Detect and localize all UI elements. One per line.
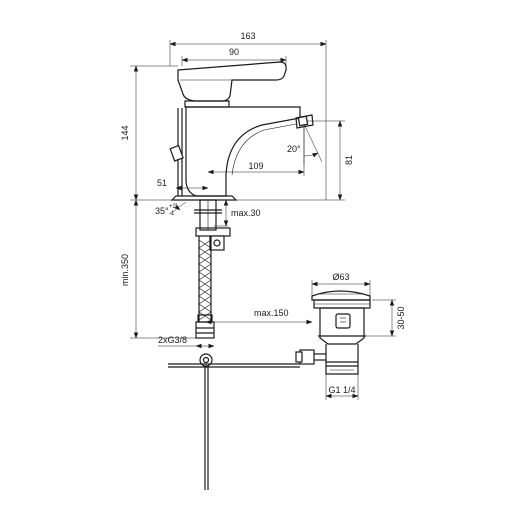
label-waste-diameter: Ø63	[332, 272, 349, 282]
label-lever-tol-plus: +2	[169, 204, 177, 210]
label-waste-height: 30-50	[396, 306, 406, 329]
popup-linkage	[168, 353, 300, 490]
dimension-lines	[130, 40, 396, 400]
clamp-block	[209, 235, 225, 251]
lever-handle	[177, 61, 287, 102]
label-deck-thickness: max.30	[231, 208, 261, 218]
popup-knob	[169, 144, 184, 162]
waste-assembly	[295, 290, 371, 375]
label-spout-height: 81	[344, 155, 354, 165]
faucet-column	[185, 106, 301, 197]
mounting-shank	[194, 199, 231, 251]
label-hose-length: min.350	[120, 254, 130, 286]
faucet-body	[169, 61, 314, 201]
label-lever-tol-minus: -1	[169, 211, 175, 217]
label-spout-angle: 20°	[287, 144, 301, 154]
label-rod-distance: max.150	[254, 308, 289, 318]
label-lever-angle: 35°	[155, 206, 169, 216]
label-base-offset: 51	[157, 178, 167, 188]
dimension-labels: 163 90 144 109 81 20° 51 35° +2 -1 max.3…	[120, 31, 406, 395]
label-height: 144	[120, 125, 130, 140]
fixing-nut	[195, 227, 231, 237]
label-overall-width: 163	[240, 31, 255, 41]
label-connection-thread: 2xG3/8	[158, 335, 187, 345]
label-spout-reach: 109	[248, 161, 263, 171]
flexible-hose	[195, 236, 215, 339]
label-body-width: 90	[229, 47, 239, 57]
label-waste-thread: G1 1/4	[328, 385, 355, 395]
